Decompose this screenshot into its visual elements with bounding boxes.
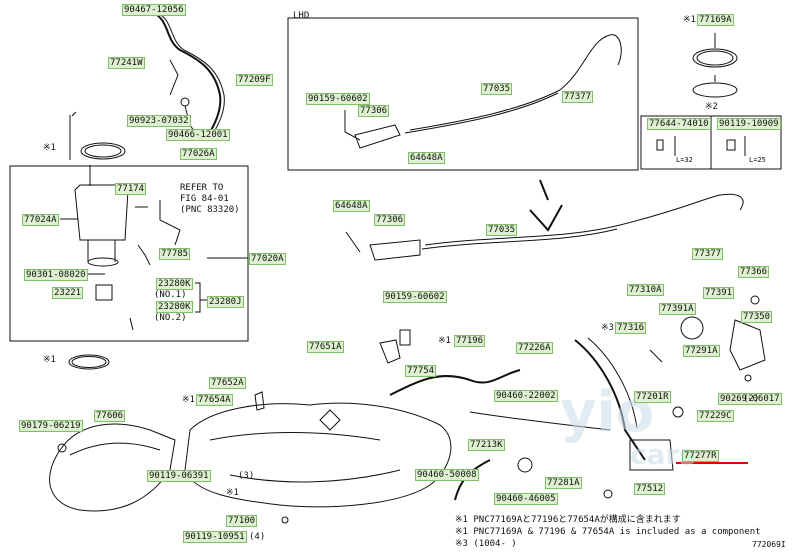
part-label[interactable]: 77035 — [486, 224, 518, 236]
refer-to-line1: REFER TO — [180, 183, 224, 193]
part-label[interactable]: 90467-12056 — [122, 4, 186, 16]
part-label[interactable]: 77100 — [226, 515, 258, 527]
part-label[interactable]: 77196 — [454, 335, 486, 347]
part-label[interactable]: 77606 — [94, 410, 126, 422]
part-label[interactable]: 23221 — [52, 287, 84, 299]
qty-mark: (3) — [238, 471, 255, 481]
part-label[interactable]: 77654A — [196, 394, 233, 406]
part-label[interactable]: 77035 — [481, 83, 513, 95]
footnote-en: ※1 PNC77169A & 77196 & 77654A is include… — [455, 527, 761, 537]
part-label[interactable]: 90301-08020 — [24, 269, 88, 281]
watermark-logo: yio — [560, 380, 655, 445]
part-label[interactable]: 90460-22002 — [494, 390, 558, 402]
refer-to-line3: (PNC 83320) — [180, 205, 240, 215]
part-label[interactable]: 90466-12001 — [166, 129, 230, 141]
part-label[interactable]: 77377 — [562, 91, 594, 103]
section-label-lhd: LHD — [293, 11, 310, 21]
part-label[interactable]: 77391A — [659, 303, 696, 315]
part-label[interactable]: 77306 — [374, 214, 406, 226]
part-label[interactable]: 77226A — [516, 342, 553, 354]
part-label[interactable]: 77652A — [209, 377, 246, 389]
part-label[interactable]: 90923-07032 — [127, 115, 191, 127]
part-label[interactable]: 77209F — [236, 74, 273, 86]
part-label[interactable]: 77644-74010 — [647, 118, 711, 130]
part-label[interactable]: 90460-50008 — [415, 469, 479, 481]
part-label[interactable]: 90119-10909 — [717, 118, 781, 130]
part-label[interactable]: 64648A — [333, 200, 370, 212]
part-label[interactable]: 77316 — [615, 322, 647, 334]
qty-mark: (2) — [743, 394, 760, 404]
no2-tag: (NO.2) — [154, 313, 187, 323]
part-label[interactable]: 77785 — [159, 248, 191, 260]
diagram-code: 772069I — [752, 540, 786, 549]
star1-77654: ※1 — [182, 395, 195, 405]
part-label[interactable]: 77306 — [358, 105, 390, 117]
part-label[interactable]: 77024A — [22, 214, 59, 226]
part-label[interactable]: 77651A — [307, 341, 344, 353]
part-label[interactable]: 90460-46005 — [494, 493, 558, 505]
star1-77100: ※1 — [226, 488, 239, 498]
part-label[interactable]: 77026A — [180, 148, 217, 160]
part-label[interactable]: 77291A — [683, 345, 720, 357]
dim-l32: L=32 — [676, 156, 693, 164]
part-label[interactable]: 90159-60602 — [306, 93, 370, 105]
star1-fuelpump: ※1 — [43, 143, 56, 153]
part-label[interactable]: 77241W — [108, 57, 145, 69]
part-label[interactable]: 77754 — [405, 365, 437, 377]
part-label[interactable]: 90179-06219 — [19, 420, 83, 432]
star1-77196: ※1 — [438, 336, 451, 346]
part-label[interactable]: 77201R — [634, 391, 671, 403]
dim-l25: L=25 — [749, 156, 766, 164]
part-label[interactable]: 77281A — [545, 477, 582, 489]
part-label[interactable]: 64648A — [408, 152, 445, 164]
star1-gasket: ※1 — [43, 355, 56, 365]
part-label[interactable]: 23280K — [156, 278, 193, 290]
part-label[interactable]: 77213K — [468, 439, 505, 451]
part-label[interactable]: 23280K — [156, 301, 193, 313]
part-label[interactable]: 90119-10951 — [183, 531, 247, 543]
refer-to-line2: FIG 84-01 — [180, 194, 229, 204]
footnote-jp: ※1 PNC77169Aと77196と77654Aが構成に含まれます — [455, 515, 681, 525]
part-label[interactable]: 77310A — [627, 284, 664, 296]
part-label[interactable]: 77174 — [115, 183, 147, 195]
part-label[interactable]: 77350 — [741, 311, 773, 323]
no1-tag: (NO.1) — [154, 290, 187, 300]
part-label[interactable]: 90269-06017 — [718, 393, 782, 405]
part-label[interactable]: 77512 — [634, 483, 666, 495]
part-label[interactable]: 90159-60602 — [383, 291, 447, 303]
part-label[interactable]: 90119-06391 — [147, 470, 211, 482]
part-label[interactable]: 77229C — [697, 410, 734, 422]
star3-77316: ※3 — [601, 323, 614, 333]
part-label[interactable]: 77366 — [738, 266, 770, 278]
part-label[interactable]: 77020A — [249, 253, 286, 265]
footnote-3: ※3 (1004- ) — [455, 539, 517, 549]
part-label[interactable]: 77391 — [703, 287, 735, 299]
qty-mark: (4) — [249, 532, 266, 542]
part-label[interactable]: 23280J — [207, 296, 244, 308]
star1-77169: ※1 — [683, 15, 696, 25]
part-label[interactable]: 77277R — [682, 450, 719, 462]
part-label[interactable]: 77169A — [697, 14, 734, 26]
star2-bolts: ※2 — [705, 102, 718, 112]
part-label[interactable]: 77377 — [692, 248, 724, 260]
